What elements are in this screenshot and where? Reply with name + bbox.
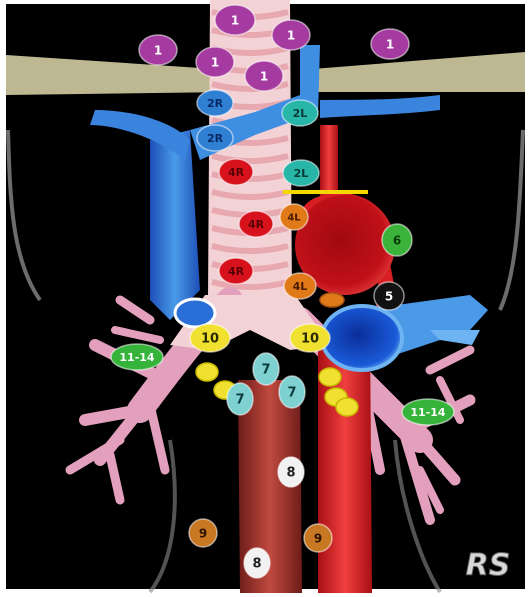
station-8-badge-b: 8 [244,548,270,578]
station-9-badge-a: 9 [189,519,217,547]
hilar-node-left-3 [336,398,358,416]
station-7-badge-b-label: 7 [287,386,296,401]
station-10-badge-right-label: 10 [201,332,219,347]
hilar-node-left-1 [319,368,341,386]
station-7-badge-a-label: 7 [261,363,270,378]
station-5-badge: 5 [374,282,404,310]
station-5-badge-label: 5 [385,289,393,303]
station-1-badge-e: 1 [245,61,283,91]
station-11-14-badge-left-label: 11-14 [410,406,446,419]
station-2R-badge-a: 2R [197,90,233,116]
station-1-badge-c-label: 1 [287,28,295,42]
station-4R-badge-a: 4R [219,159,253,185]
station-8-badge-b-label: 8 [252,557,261,572]
station-10-badge-left: 10 [290,324,330,352]
station-9-badge-a-label: 9 [199,526,207,540]
station-9-badge-b: 9 [304,524,332,552]
station-4R-badge-c-label: 4R [228,265,245,278]
station-1-badge-b-label: 1 [154,43,162,57]
station-1-badge-e-label: 1 [260,69,268,83]
station-7-badge-b: 7 [279,376,305,408]
azygos-arch [175,299,215,327]
station-1-badge-a-label: 1 [231,13,239,27]
station-10-badge-right: 10 [190,324,230,352]
station-11-14-badge-right: 11-14 [111,344,163,370]
station-2L-badge-a-label: 2L [293,107,308,120]
station-1-badge-f: 1 [371,29,409,59]
station-8-badge-a-label: 8 [286,466,295,481]
artist-signature: RS [466,548,511,583]
station-1-badge-c: 1 [272,20,310,50]
station-4L-badge-a: 4L [280,204,308,230]
station-1-badge-d: 1 [196,47,234,77]
aortopulmonary-node [320,293,344,307]
station-7-badge-c-label: 7 [235,393,244,408]
station-2L-badge-b-label: 2L [294,167,309,180]
station-4R-badge-a-label: 4R [228,166,245,179]
station-2R-badge-b: 2R [197,125,233,151]
station-4L-badge-a-label: 4L [287,213,301,224]
station-1-badge-b: 1 [139,35,177,65]
station-11-14-badge-left: 11-14 [402,399,454,425]
station-4L-badge-b-label: 4L [293,280,308,293]
station-2R-badge-a-label: 2R [207,97,224,110]
station-8-badge-a: 8 [278,457,304,487]
station-7-badge-a: 7 [253,353,279,385]
station-6-badge-label: 6 [393,233,401,247]
station-1-badge-a: 1 [215,5,255,35]
station-2L-badge-a: 2L [282,100,318,126]
station-10-badge-left-label: 10 [301,332,319,347]
station-9-badge-b-label: 9 [314,531,322,545]
station-11-14-badge-right-label: 11-14 [119,351,155,364]
station-4R-badge-b: 4R [239,211,273,237]
station-4R-badge-c: 4R [219,258,253,284]
station-4R-badge-b-label: 4R [248,218,265,231]
station-1-badge-f-label: 1 [386,37,394,51]
station-6-badge: 6 [382,224,412,256]
station-7-badge-c: 7 [227,383,253,415]
hilar-node-right-1 [196,363,218,381]
station-2R-badge-b-label: 2R [207,132,224,145]
station-1-badge-d-label: 1 [211,55,219,69]
station-4L-badge-b: 4L [284,273,316,299]
station-2L-badge-b: 2L [283,160,319,186]
